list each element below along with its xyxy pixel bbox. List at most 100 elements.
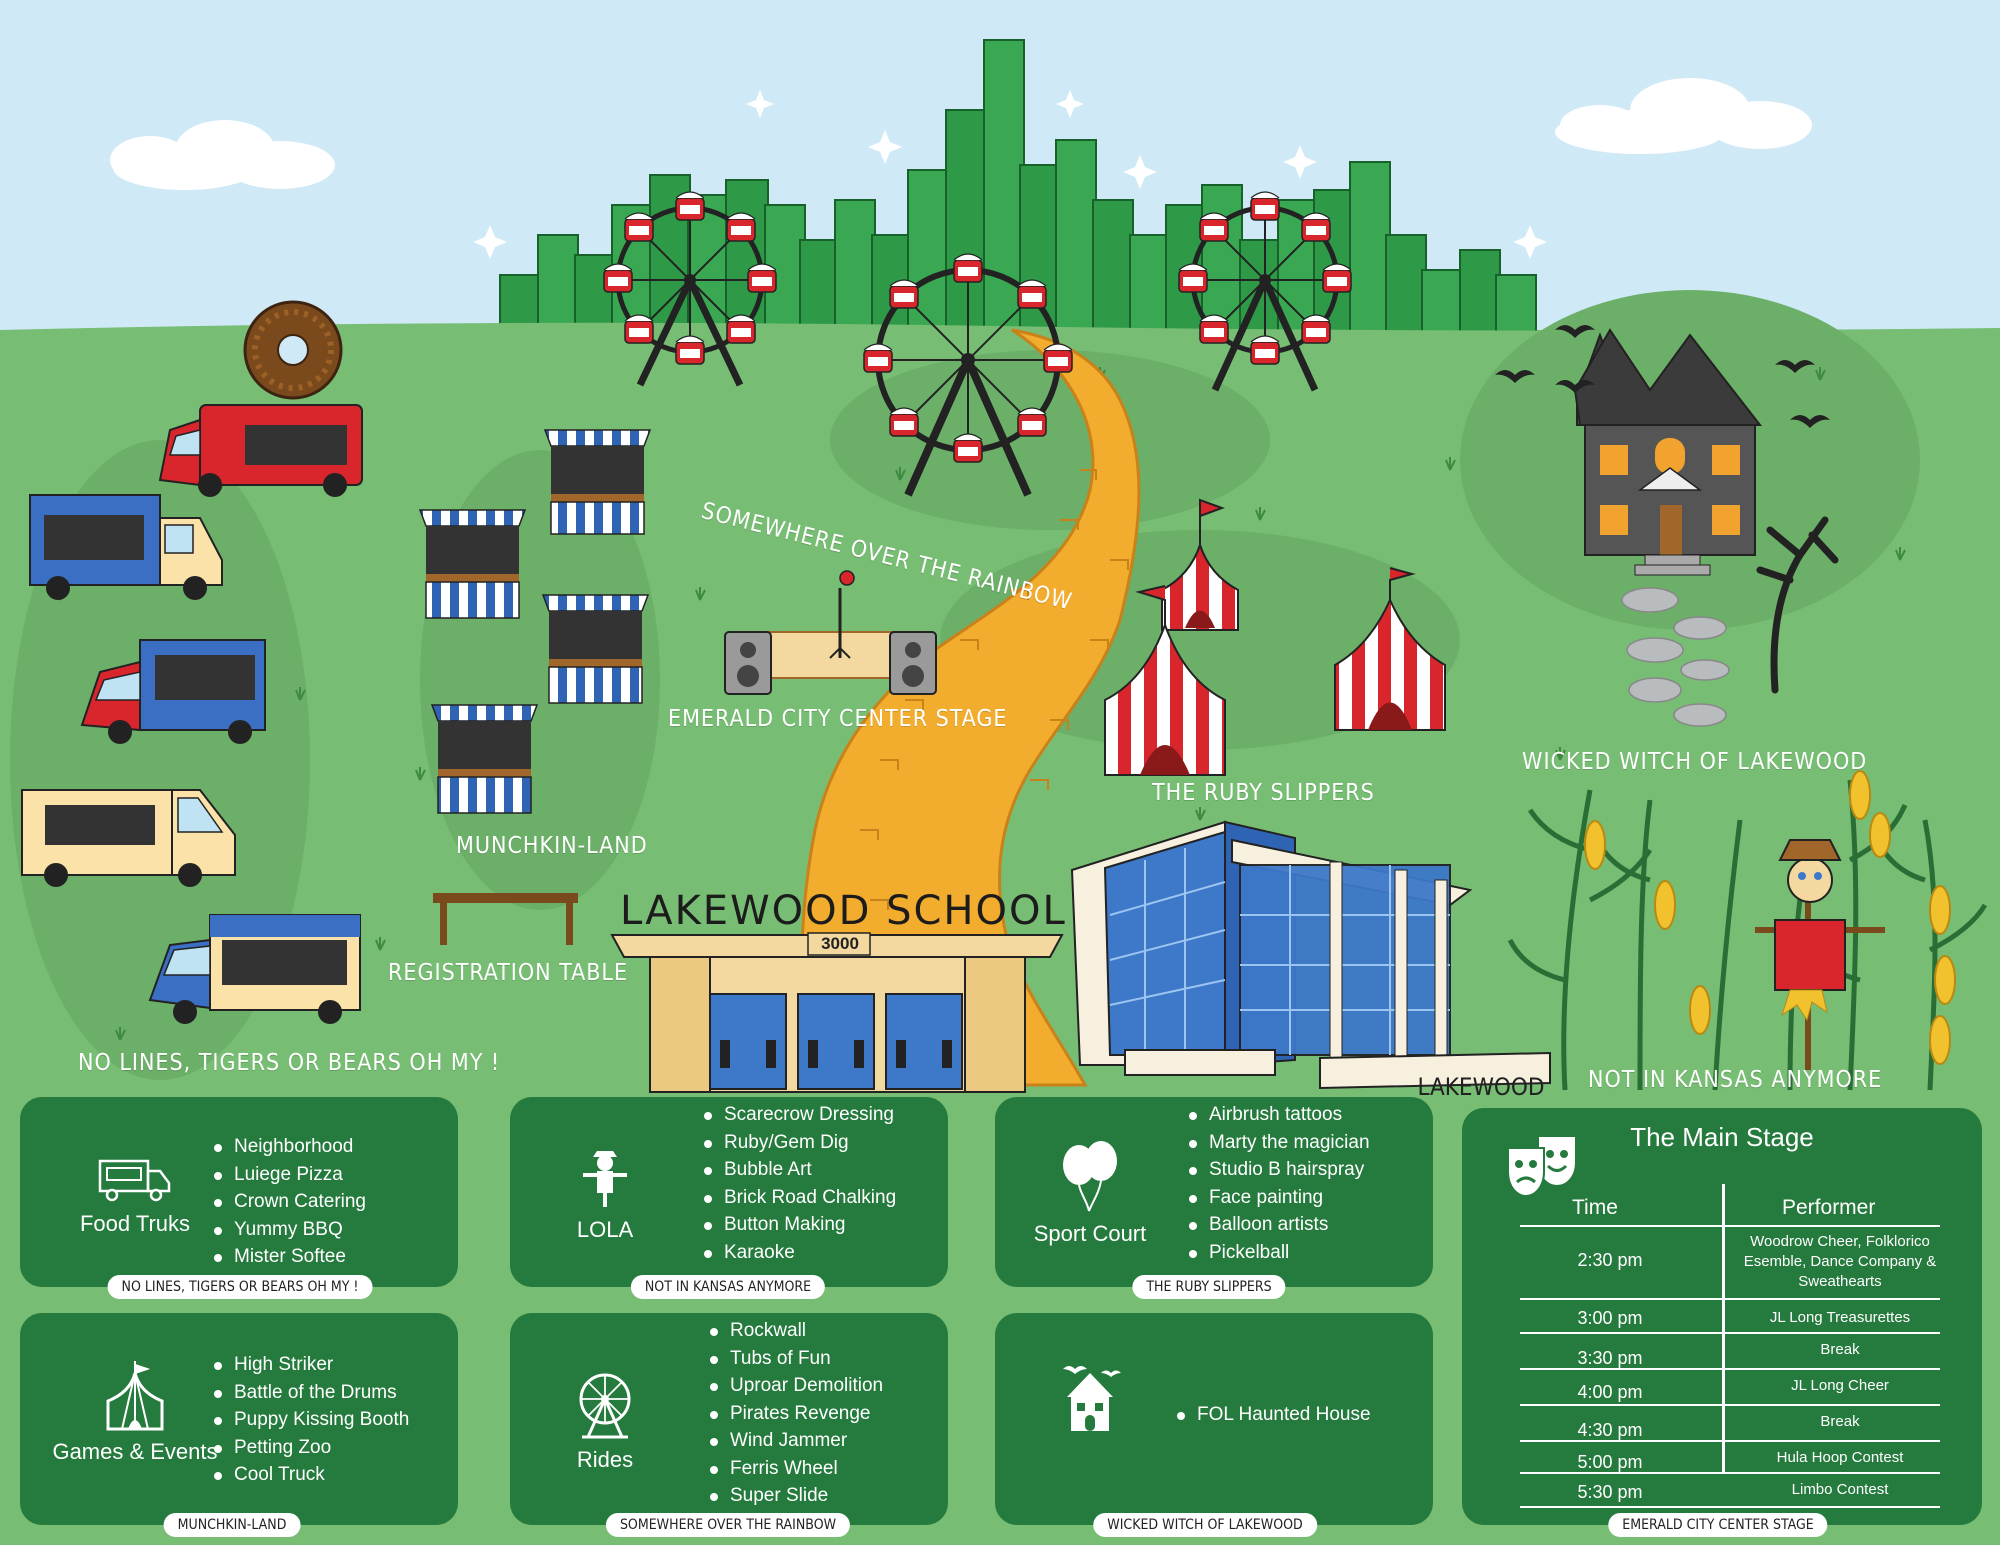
list-item: Bubble Art (700, 1156, 896, 1184)
list-item: Scarecrow Dressing (700, 1101, 896, 1129)
panel-main-stage: The Main Stage Time Performer 2:30 pm Wo… (1462, 1108, 1982, 1537)
category-label: Food Truks (79, 1211, 191, 1236)
rides-list: Rockwall Tubs of Fun Uproar Demolition P… (706, 1317, 883, 1510)
booth-1 (543, 429, 652, 535)
schedule-performer: Break (1820, 1413, 1860, 1430)
list-item: Ruby/Gem Dig (700, 1129, 896, 1157)
header-rule (1520, 1225, 1940, 1227)
lakewood-school (610, 932, 1064, 1093)
list-item: Crown Catering (210, 1188, 366, 1216)
column-divider (1722, 1184, 1725, 1474)
haunted-list: FOL Haunted House (1173, 1401, 1371, 1429)
row-rule (1520, 1404, 1940, 1406)
emerald-city-skyline (499, 39, 1537, 336)
category-food-trucks: Food Truks (40, 1157, 230, 1237)
booth-4 (430, 704, 539, 814)
school-address-number: 3000 (821, 934, 859, 953)
food-truck-blue-2 (80, 639, 266, 744)
list-item: Pickelball (1185, 1239, 1370, 1267)
list-item: Studio B hairspray (1185, 1156, 1370, 1184)
row-rule (1520, 1440, 1940, 1442)
panel-haunted-house: FOL Haunted House WICKED WITCH OF LAKEWO… (995, 1313, 1433, 1537)
list-item: Super Slide (706, 1482, 883, 1510)
building-sign: LAKEWOOD (1417, 1073, 1545, 1101)
food-truck-blue-1 (29, 494, 223, 600)
schedule-time: 3:00 pm (1577, 1308, 1643, 1328)
list-item: Tubs of Fun (706, 1345, 883, 1373)
tent-left (1104, 585, 1226, 776)
panel-location-tag: EMERALD CITY CENTER STAGE (1608, 1513, 1828, 1537)
schedule-performer: Hula Hoop Contest (1776, 1449, 1904, 1466)
booth-3 (541, 594, 650, 704)
panel-location-tag: SOMEWHERE OVER THE RAINBOW (605, 1513, 851, 1537)
schedule-time: 4:00 pm (1577, 1382, 1643, 1402)
category-label: Sport Court (1033, 1221, 1147, 1246)
games-list: High Striker Battle of the Drums Puppy K… (210, 1351, 409, 1489)
list-item: Rockwall (706, 1317, 883, 1345)
food-truck-red (158, 404, 363, 497)
list-item: Yummy BBQ (210, 1216, 366, 1244)
column-header-performer: Performer (1782, 1196, 1876, 1219)
circus-tent-icon (106, 1361, 164, 1431)
cloud-left (110, 120, 335, 190)
list-item: Luiege Pizza (210, 1161, 366, 1189)
panel-rides: Rides Rockwall Tubs of Fun Uproar Demoli… (510, 1313, 948, 1537)
scarecrow-icon (583, 1151, 627, 1207)
panel-lola: LOLA Scarecrow Dressing Ruby/Gem Dig Bub… (510, 1097, 948, 1299)
panel-location-tag: WICKED WITCH OF LAKEWOOD (1093, 1513, 1317, 1537)
schedule-time: 4:30 pm (1577, 1420, 1643, 1440)
booth-2 (418, 509, 527, 619)
list-item: Puppy Kissing Booth (210, 1406, 409, 1434)
yellow-brick-road (798, 328, 1141, 1087)
panel-sport-court: Sport Court Airbrush tattoos Marty the m… (995, 1097, 1433, 1299)
balloons-icon (1063, 1141, 1117, 1212)
category-label: Rides (576, 1447, 634, 1472)
list-item: Pirates Revenge (706, 1400, 883, 1428)
ferris-wheel-right (1178, 191, 1352, 392)
corn-cobs (1584, 770, 1956, 1065)
food-truck-icon (98, 1159, 171, 1202)
school-title: LAKEWOOD SCHOOL (620, 888, 1067, 934)
row-rule (1520, 1368, 1940, 1370)
ferris-wheel-left (603, 191, 777, 387)
list-item: Brick Road Chalking (700, 1184, 896, 1212)
schedule-performer: JL Long Cheer (1791, 1377, 1889, 1394)
list-item: Battle of the Drums (210, 1379, 409, 1407)
category-haunted-house (995, 1363, 1185, 1441)
food-truck-blue-3 (148, 914, 361, 1024)
schedule-time: 5:00 pm (1577, 1452, 1643, 1472)
panel-location-tag: NO LINES, TIGERS OR BEARS OH MY ! (107, 1275, 373, 1299)
dead-tree (1756, 516, 1839, 694)
panel-games-events: Games & Events High Striker Battle of th… (20, 1313, 458, 1537)
label-not-in-kansas: NOT IN KANSAS ANYMORE (1588, 1067, 1883, 1093)
label-munchkin-land: MUNCHKIN-LAND (456, 833, 648, 859)
lola-list: Scarecrow Dressing Ruby/Gem Dig Bubble A… (700, 1101, 896, 1266)
center-stage (724, 570, 937, 695)
label-wicked-witch: WICKED WITCH OF LAKEWOOD (1522, 749, 1868, 775)
category-rides: Rides (510, 1369, 700, 1473)
list-item: Airbrush tattoos (1185, 1101, 1370, 1129)
row-rule (1520, 1332, 1940, 1334)
schedule-time: 3:30 pm (1577, 1348, 1643, 1368)
list-item: Wind Jammer (706, 1427, 883, 1455)
column-header-time: Time (1572, 1196, 1618, 1219)
schedule-time: 5:30 pm (1577, 1482, 1643, 1502)
label-center-stage: EMERALD CITY CENTER STAGE (668, 706, 1008, 732)
stepping-stones (1621, 587, 1730, 727)
category-lola: LOLA (510, 1149, 700, 1243)
list-item: Marty the magician (1185, 1129, 1370, 1157)
list-item: Ferris Wheel (706, 1455, 883, 1483)
glass-building (1070, 820, 1551, 1090)
row-rule (1520, 1298, 1940, 1300)
sparkles (473, 90, 1547, 259)
tent-top (1161, 498, 1239, 631)
list-item: Uproar Demolition (706, 1372, 883, 1400)
category-label: Games & Events (52, 1439, 218, 1464)
panel-location-tag: MUNCHKIN-LAND (163, 1513, 301, 1537)
category-sport-court: Sport Court (995, 1139, 1185, 1247)
scarecrow (1755, 839, 1885, 1070)
tent-right (1334, 567, 1446, 731)
donut-sign (243, 300, 343, 400)
